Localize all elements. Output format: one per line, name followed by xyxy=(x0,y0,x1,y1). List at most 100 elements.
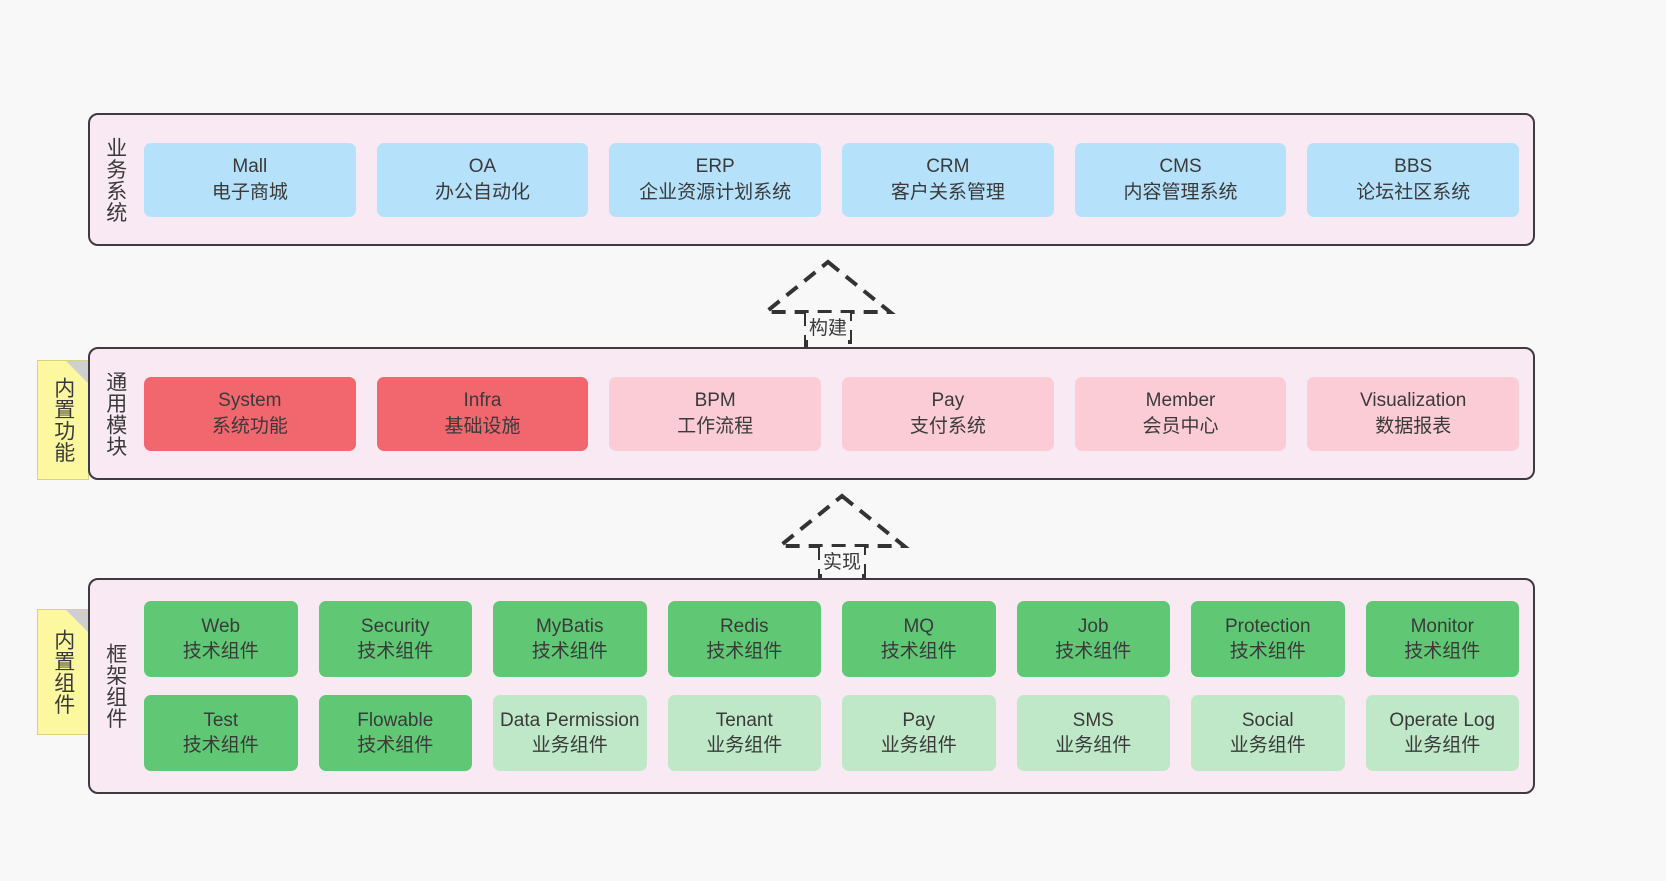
card-subtitle: 业务组件 xyxy=(531,735,608,756)
card-subtitle: 办公自动化 xyxy=(435,181,531,203)
card-pay-component[interactable]: Pay 业务组件 xyxy=(842,695,996,771)
card-subtitle: 基础设施 xyxy=(444,415,521,437)
card-title: Visualization xyxy=(1360,390,1467,412)
card-subtitle: 技术组件 xyxy=(1055,641,1132,662)
card-sms[interactable]: SMS 业务组件 xyxy=(1016,695,1170,771)
card-title: CRM xyxy=(926,156,970,178)
card-row: Web 技术组件 Security 技术组件 MyBatis 技术组件 Redi… xyxy=(144,601,1519,677)
card-title: BBS xyxy=(1394,156,1433,178)
card-cms[interactable]: CMS 内容管理系统 xyxy=(1074,142,1287,217)
card-row: Test 技术组件 Flowable 技术组件 Data Permission … xyxy=(144,695,1519,771)
card-title: ERP xyxy=(695,156,735,178)
note-label: 内置功能 xyxy=(51,377,75,463)
card-subtitle: 业务组件 xyxy=(880,735,957,756)
card-title: SMS xyxy=(1072,709,1114,731)
card-row: Mall 电子商城 OA 办公自动化 ERP 企业资源计划系统 CRM 客户关系… xyxy=(144,142,1520,217)
card-title: Infra xyxy=(463,390,502,412)
note-builtin-component: 内置组件 xyxy=(37,609,89,735)
card-system[interactable]: System 系统功能 xyxy=(144,376,356,451)
layer-title-framework-component: 框架组件 xyxy=(103,643,127,729)
card-infra[interactable]: Infra 基础设施 xyxy=(376,376,589,451)
card-monitor[interactable]: Monitor 技术组件 xyxy=(1365,601,1519,677)
folded-corner-icon xyxy=(66,361,88,383)
card-social[interactable]: Social 业务组件 xyxy=(1191,695,1345,771)
layer-title-common-module: 通用模块 xyxy=(103,370,127,457)
card-erp[interactable]: ERP 企业资源计划系统 xyxy=(609,142,822,217)
layer-title-business-system: 业务系统 xyxy=(103,136,127,223)
card-subtitle: 技术组件 xyxy=(531,641,608,662)
card-title: Web xyxy=(201,615,241,637)
card-member[interactable]: Member 会员中心 xyxy=(1074,376,1287,451)
layer-framework-component: 框架组件 Web 技术组件 Security 技术组件 MyBatis 技术组件… xyxy=(88,578,1535,794)
card-title: System xyxy=(218,390,282,412)
card-tenant[interactable]: Tenant 业务组件 xyxy=(667,695,821,771)
note-label: 内置组件 xyxy=(51,629,75,715)
card-job[interactable]: Job 技术组件 xyxy=(1016,601,1170,677)
card-title: Monitor xyxy=(1410,615,1474,637)
card-mall[interactable]: Mall 电子商城 xyxy=(144,142,356,217)
note-builtin-function: 内置功能 xyxy=(37,360,89,480)
card-test[interactable]: Test 技术组件 xyxy=(144,695,298,771)
layer-common-module: 通用模块 System 系统功能 Infra 基础设施 BPM 工作流程 Pay… xyxy=(88,347,1535,480)
card-subtitle: 支付系统 xyxy=(909,415,986,437)
card-subtitle: 论坛社区系统 xyxy=(1356,181,1471,203)
card-subtitle: 技术组件 xyxy=(706,641,783,662)
card-subtitle: 内容管理系统 xyxy=(1123,181,1238,203)
connector-label: 构建 xyxy=(805,313,851,340)
card-subtitle: 系统功能 xyxy=(211,415,288,437)
card-subtitle: 技术组件 xyxy=(880,641,957,662)
card-redis[interactable]: Redis 技术组件 xyxy=(667,601,821,677)
card-web[interactable]: Web 技术组件 xyxy=(144,601,298,677)
card-title: MyBatis xyxy=(535,615,604,637)
card-subtitle: 技术组件 xyxy=(182,641,259,662)
card-protection[interactable]: Protection 技术组件 xyxy=(1191,601,1345,677)
card-data-permission[interactable]: Data Permission 业务组件 xyxy=(493,695,647,771)
folded-corner-icon xyxy=(66,610,88,632)
card-title: Redis xyxy=(719,615,769,637)
card-subtitle: 业务组件 xyxy=(1229,735,1306,756)
card-bpm[interactable]: BPM 工作流程 xyxy=(609,376,822,451)
card-security[interactable]: Security 技术组件 xyxy=(318,601,472,677)
card-title: Mall xyxy=(232,156,268,178)
card-subtitle: 业务组件 xyxy=(1404,735,1481,756)
card-subtitle: 会员中心 xyxy=(1142,415,1219,437)
card-subtitle: 技术组件 xyxy=(1229,641,1306,662)
card-title: Data Permission xyxy=(500,709,640,731)
card-subtitle: 技术组件 xyxy=(357,641,434,662)
card-subtitle: 技术组件 xyxy=(182,735,259,756)
card-title: Operate Log xyxy=(1389,709,1496,731)
card-bbs[interactable]: BBS 论坛社区系统 xyxy=(1307,142,1520,217)
card-title: Social xyxy=(1241,709,1294,731)
connector-label: 实现 xyxy=(819,547,865,574)
card-title: MQ xyxy=(903,615,935,637)
layer-business-system: 业务系统 Mall 电子商城 OA 办公自动化 ERP 企业资源计划系统 CRM… xyxy=(88,113,1535,246)
card-mq[interactable]: MQ 技术组件 xyxy=(842,601,996,677)
card-title: CMS xyxy=(1159,156,1202,178)
card-subtitle: 工作流程 xyxy=(677,415,754,437)
card-row: System 系统功能 Infra 基础设施 BPM 工作流程 Pay 支付系统… xyxy=(144,376,1520,451)
card-title: Flowable xyxy=(357,709,434,731)
card-subtitle: 企业资源计划系统 xyxy=(639,181,792,203)
card-title: Job xyxy=(1077,615,1109,637)
card-title: Pay xyxy=(931,390,965,412)
card-visualization[interactable]: Visualization 数据报表 xyxy=(1307,376,1520,451)
card-oa[interactable]: OA 办公自动化 xyxy=(376,142,589,217)
connector-implement: 实现 xyxy=(752,488,932,588)
card-subtitle: 技术组件 xyxy=(357,735,434,756)
card-flowable[interactable]: Flowable 技术组件 xyxy=(318,695,472,771)
card-mybatis[interactable]: MyBatis 技术组件 xyxy=(493,601,647,677)
card-title: Member xyxy=(1145,390,1216,412)
layer-body-framework-component: Web 技术组件 Security 技术组件 MyBatis 技术组件 Redi… xyxy=(140,580,1533,792)
card-title: BPM xyxy=(694,390,736,412)
card-subtitle: 业务组件 xyxy=(706,735,783,756)
layer-body-common-module: System 系统功能 Infra 基础设施 BPM 工作流程 Pay 支付系统… xyxy=(140,349,1533,478)
card-title: Tenant xyxy=(715,709,773,731)
card-crm[interactable]: CRM 客户关系管理 xyxy=(842,142,1054,217)
card-subtitle: 电子商城 xyxy=(211,181,288,203)
card-subtitle: 数据报表 xyxy=(1375,415,1452,437)
card-title: Protection xyxy=(1224,615,1311,637)
card-subtitle: 客户关系管理 xyxy=(890,181,1005,203)
card-pay[interactable]: Pay 支付系统 xyxy=(842,376,1054,451)
card-operate-log[interactable]: Operate Log 业务组件 xyxy=(1365,695,1519,771)
